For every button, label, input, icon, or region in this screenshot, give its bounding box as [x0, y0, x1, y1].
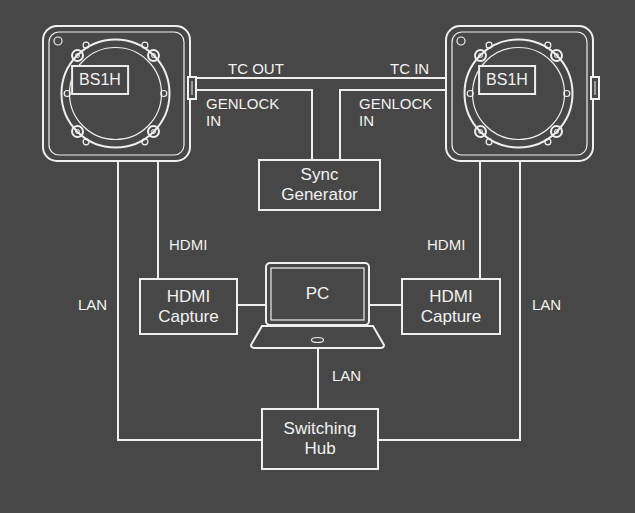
port-label: LAN: [76, 296, 109, 313]
device-name: Sync Generator: [266, 165, 373, 205]
port-label: LAN: [530, 296, 563, 313]
laptop-illustration: [265, 262, 370, 348]
model-plate: BS1H: [478, 65, 536, 95]
signal-wire: [370, 304, 401, 306]
signal-wire: [479, 162, 481, 278]
screen-area: PC: [265, 262, 370, 326]
device-name: Switching Hub: [269, 419, 371, 459]
port-label: LAN: [330, 367, 363, 384]
model-name: BS1H: [79, 70, 121, 90]
signal-wire: [238, 304, 265, 306]
device-box: HDMI Capture: [139, 278, 238, 335]
port-label: GENLOCK IN: [204, 95, 280, 129]
device-name: HDMI Capture: [147, 287, 230, 327]
signal-wire: [340, 90, 445, 159]
laptop-node: PC: [265, 262, 370, 348]
model-plate: BS1H: [71, 65, 129, 95]
model-name: BS1H: [486, 70, 528, 90]
signal-wire: [118, 162, 261, 440]
device-name: HDMI Capture: [409, 287, 493, 327]
device-box: Sync Generator: [258, 159, 381, 211]
port-label: HDMI: [425, 236, 467, 253]
device-box: Switching Hub: [261, 408, 379, 470]
port-label: GENLOCK IN: [357, 95, 433, 129]
signal-wire: [195, 90, 312, 159]
signal-wire: [317, 348, 319, 408]
camera-unit: BS1H: [42, 25, 195, 162]
port-label: HDMI: [167, 236, 209, 253]
camera-unit: BS1H: [445, 25, 598, 162]
device-box: HDMI Capture: [401, 278, 501, 335]
signal-wire: [379, 162, 520, 440]
signal-wire: [157, 162, 159, 278]
device-name: PC: [306, 284, 330, 304]
port-label: TC IN: [388, 60, 431, 77]
port-label: TC OUT: [226, 60, 286, 77]
signal-wire: [195, 77, 445, 79]
